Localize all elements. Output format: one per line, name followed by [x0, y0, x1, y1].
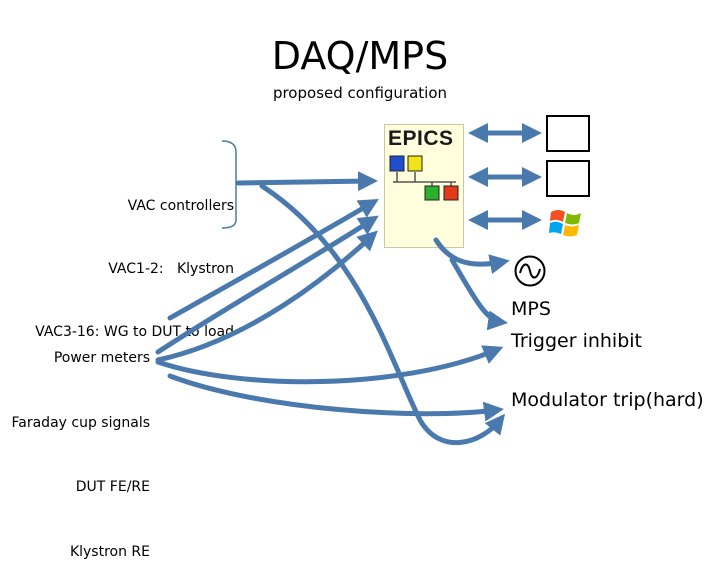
- modulator-trip-label: Modulator trip(hard): [511, 389, 704, 411]
- output-box-1: [546, 115, 590, 152]
- sine-wave-icon: [514, 255, 546, 287]
- epics-to-trigger-arrow: [449, 257, 508, 331]
- network-node-blue: [389, 155, 405, 172]
- network-node-green: [424, 185, 440, 201]
- vac-controllers-block: VAC controllers VAC1-2: Klystron VAC3-16…: [35, 154, 234, 364]
- faraday-to-epics-arrow: [155, 215, 379, 355]
- epics-network-icon: [389, 155, 459, 201]
- mps-label: MPS: [511, 298, 551, 320]
- signal-line: Klystron RE: [69, 543, 150, 560]
- network-node-red: [443, 185, 459, 201]
- connection-arrows: [155, 123, 542, 446]
- signal-line: DUT FE/RE: [75, 479, 150, 495]
- output-box-2: [546, 160, 590, 197]
- vac-to-epics-arrow: [235, 171, 378, 192]
- vac-line: VAC controllers: [127, 198, 234, 214]
- dut-to-trigger-arrow: [155, 345, 504, 385]
- network-node-yellow: [407, 155, 423, 172]
- signal-line: Faraday cup signals: [11, 414, 151, 431]
- vac-line: VAC1-2: Klystron: [108, 261, 234, 277]
- vac-line: VAC3-16: WG to DUT to load: [35, 324, 234, 340]
- signal-line: Power meters: [53, 350, 150, 366]
- power-meter-to-epics-arrow: [167, 198, 379, 321]
- klystron-to-modulator-arrow: [167, 373, 504, 422]
- vac-brace: [221, 140, 237, 229]
- trigger-inhibit-label: Trigger inhibit: [511, 330, 642, 352]
- diagram-subtitle: proposed configuration: [272, 84, 448, 102]
- vac-to-modulator-arrow: [259, 183, 506, 446]
- epics-label: EPICS: [388, 127, 454, 150]
- epics-to-mps-arrow: [433, 237, 510, 275]
- diagram-title: DAQ/MPS: [271, 34, 449, 78]
- windows-logo-icon: [549, 210, 581, 237]
- dut-to-epics-arrow: [155, 230, 378, 363]
